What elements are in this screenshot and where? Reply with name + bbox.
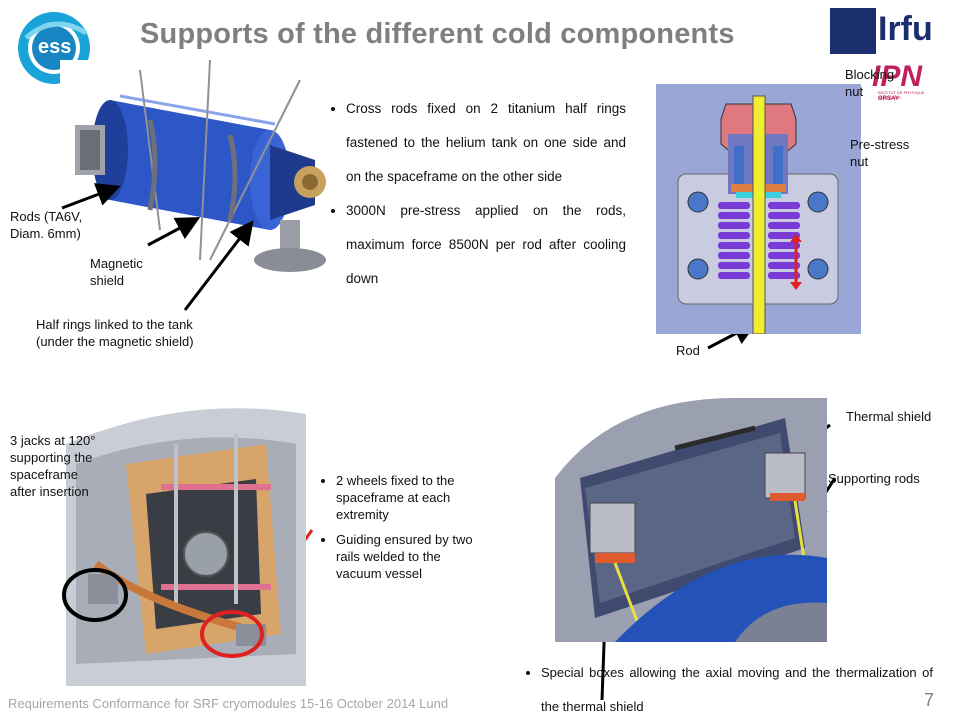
- ipn-logo-orsay: ORSAY: [878, 96, 899, 102]
- ess-logo-text: ess: [38, 36, 72, 58]
- thermal-shield-illustration: [555, 398, 827, 642]
- label-thermal-shield: Thermal shield: [846, 409, 932, 424]
- wheel-highlight-circle: [200, 610, 264, 658]
- page-number: 7: [924, 690, 935, 710]
- label-supporting-rods: Supporting rods: [828, 471, 920, 486]
- footer-text: Requirements Conformance for SRF cryomod…: [8, 696, 449, 711]
- bottom-mid-bullet-2: Guiding ensured by two rails welded to t…: [336, 531, 485, 582]
- label-half-rings: Half rings linked to the tank (under the…: [36, 317, 194, 349]
- irfu-logo-text: Irfu: [878, 10, 933, 48]
- ipn-logo-subtitle: INSTITUT DE PHYSIQUE NUCLÉAIRE: [878, 90, 925, 100]
- arrow-magnetic-shield: [147, 217, 201, 247]
- irfu-logo-mark: [830, 8, 876, 54]
- arrow-half-rings: [183, 220, 254, 311]
- bottom-right-bullet: Special boxes allowing the axial moving …: [525, 656, 933, 724]
- top-bullet-2: 3000N pre-stress applied on the rods, ma…: [346, 194, 626, 296]
- cold-mass-illustration: [60, 60, 340, 280]
- ipn-logo: IPN INSTITUT DE PHYSIQUE NUCLÉAIRE ORSAY: [862, 60, 940, 104]
- label-magnetic-shield: Magnetic shield: [90, 256, 143, 288]
- label-prestress-nut: Pre-stress nut: [850, 137, 910, 169]
- label-blocking-nut: Blocking nut: [845, 67, 895, 99]
- ipn-logo-text: IPN: [872, 60, 923, 93]
- nut-cross-section: [656, 84, 861, 334]
- arrow-rods: [61, 183, 121, 210]
- label-rod: Rod: [676, 343, 700, 358]
- label-jacks: 3 jacks at 120° supporting the spacefram…: [10, 433, 96, 499]
- jack-highlight-circle: [62, 568, 128, 622]
- bottom-right-bullet-1: Special boxes allowing the axial moving …: [541, 656, 933, 724]
- label-rods: Rods (TA6V, Diam. 6mm): [10, 209, 83, 241]
- top-bullets: Cross rods fixed on 2 titanium half ring…: [330, 92, 626, 296]
- slide-title: Supports of the different cold component…: [140, 18, 735, 50]
- spaceframe-insertion-illustration: [66, 404, 306, 686]
- top-bullet-1: Cross rods fixed on 2 titanium half ring…: [346, 92, 626, 194]
- irfu-logo: Irfu: [830, 8, 938, 54]
- bottom-mid-bullets: 2 wheels fixed to the spaceframe at each…: [320, 472, 485, 582]
- bottom-mid-bullet-1: 2 wheels fixed to the spaceframe at each…: [336, 472, 485, 523]
